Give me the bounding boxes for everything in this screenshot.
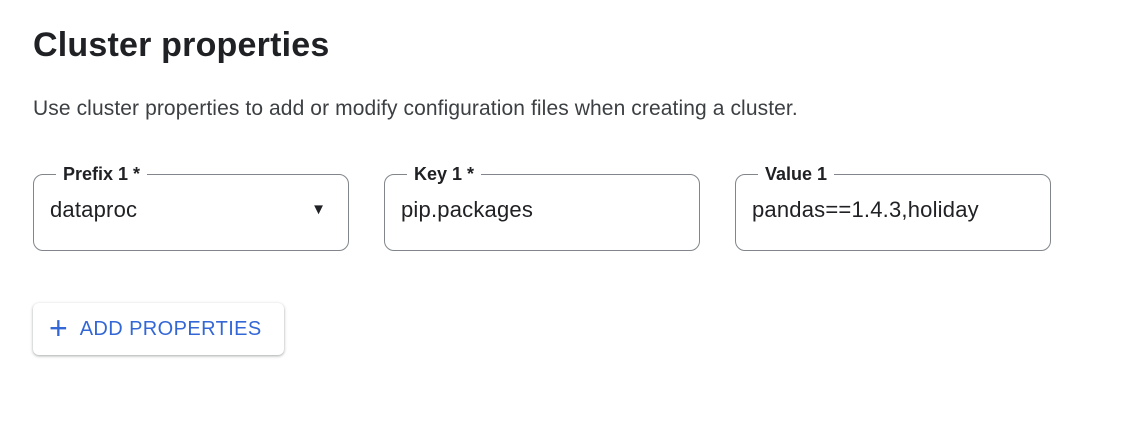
prefix-select[interactable]: Prefix 1 * dataproc ▼ — [33, 164, 349, 251]
value-field-inner — [752, 186, 1034, 234]
prefix-select-inner[interactable]: dataproc ▼ — [50, 186, 332, 234]
key-input[interactable] — [401, 196, 683, 223]
prefix-selected-value: dataproc — [50, 196, 138, 222]
page-title: Cluster properties — [33, 26, 330, 64]
page-description: Use cluster properties to add or modify … — [33, 97, 798, 120]
plus-icon: + — [49, 310, 68, 346]
dropdown-arrow-icon[interactable]: ▼ — [311, 201, 326, 219]
value-field[interactable]: Value 1 — [735, 164, 1051, 251]
add-properties-button[interactable]: + ADD PROPERTIES — [33, 303, 284, 355]
add-properties-button-label: ADD PROPERTIES — [79, 317, 262, 340]
cluster-properties-section: Cluster properties Use cluster propertie… — [33, 26, 1122, 355]
value-field-label: Value 1 — [765, 164, 828, 184]
value-input[interactable] — [752, 196, 1034, 223]
prefix-field-label: Prefix 1 * — [63, 164, 141, 184]
key-field-inner — [401, 186, 683, 234]
key-field[interactable]: Key 1 * — [384, 164, 700, 251]
key-field-label: Key 1 * — [414, 164, 475, 184]
property-row: Prefix 1 * dataproc ▼ Key 1 * Value 1 — [33, 164, 1122, 251]
